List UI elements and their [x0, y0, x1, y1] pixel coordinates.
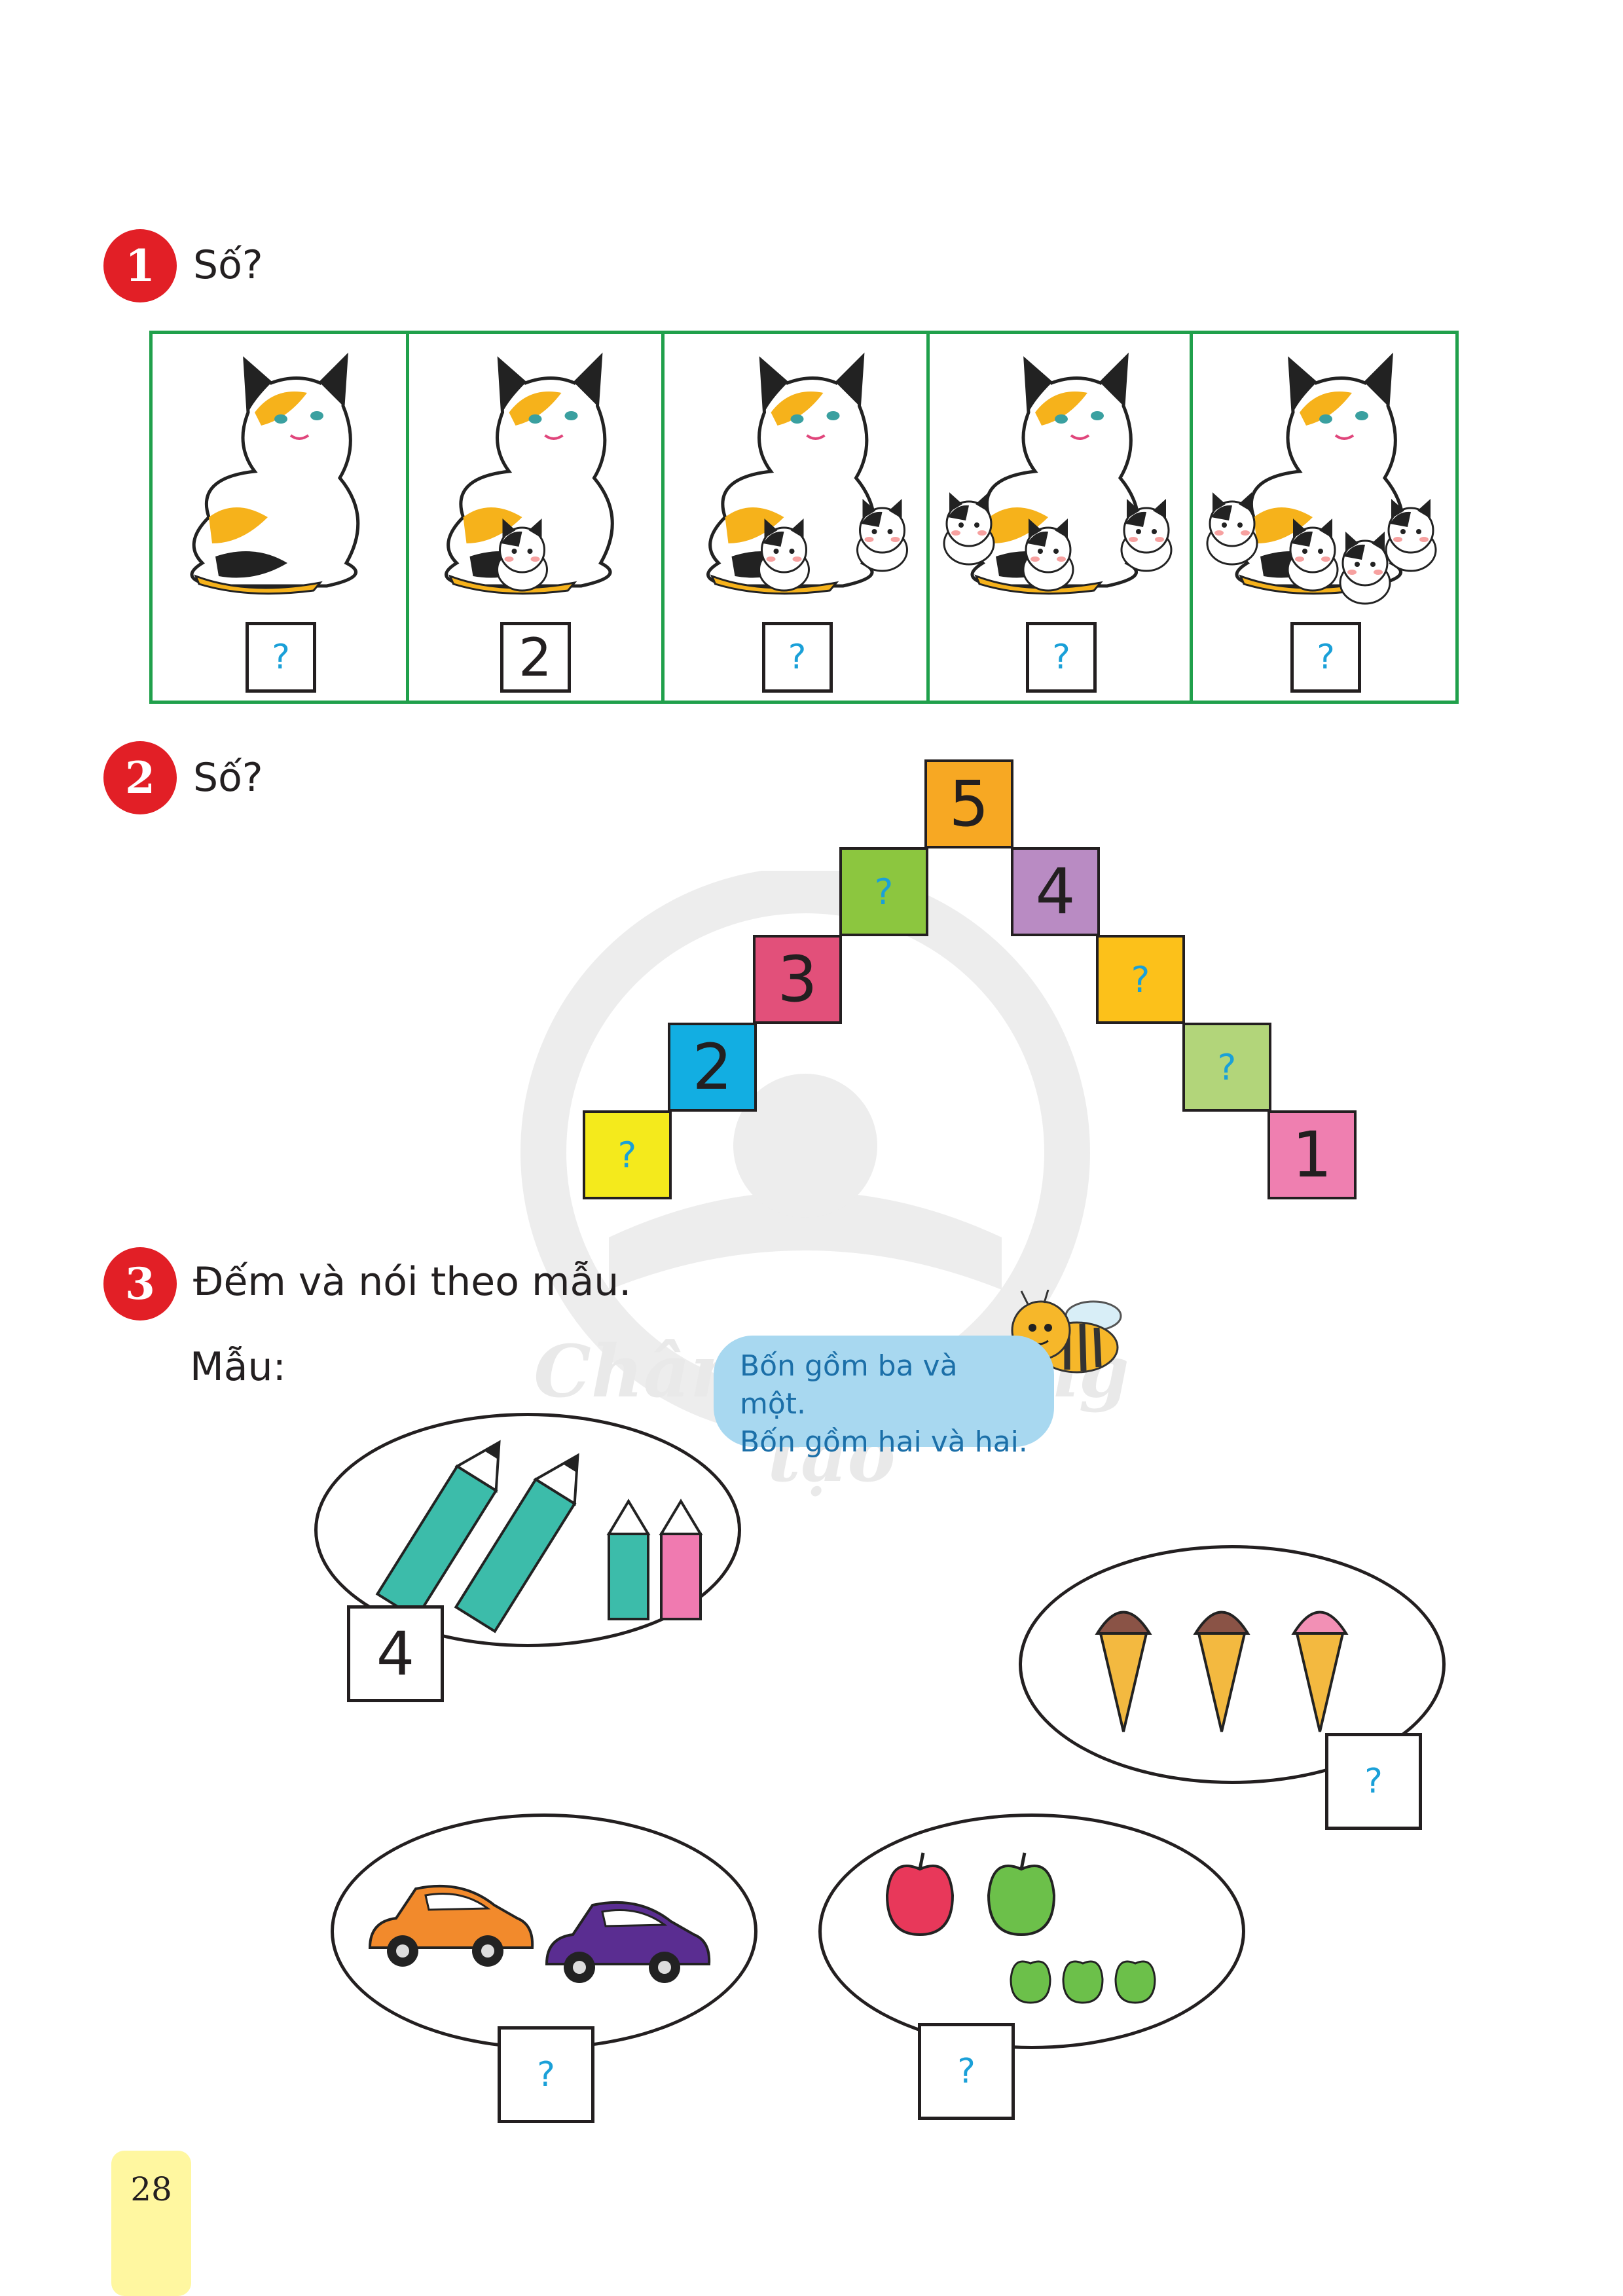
stair-step-1[interactable]: ? [583, 1110, 672, 1199]
cat-icon [943, 352, 1173, 595]
stair-step-6: 4 [1011, 847, 1100, 936]
sample-label: Mẫu: [190, 1344, 286, 1390]
cat-icon [445, 352, 614, 595]
speech-line-1: Bốn gồm ba và một. [740, 1349, 958, 1421]
cat-icon [190, 352, 360, 595]
exercise-1-prompt: Số? [193, 242, 263, 288]
stair-step-8[interactable]: ? [1182, 1023, 1271, 1112]
cat-panel-3: ? [665, 331, 930, 704]
exercise-3-badge: 3 [103, 1247, 177, 1321]
stair-step-2: 2 [668, 1023, 757, 1112]
cat-panel-2-answer-box: 2 [500, 622, 571, 693]
stair-step-3: 3 [753, 935, 842, 1024]
cat-panel-5-answer-box[interactable]: ? [1290, 622, 1361, 693]
exercise-2-badge: 2 [103, 741, 177, 814]
cat-panel-2: 2 [406, 331, 665, 704]
stair-step-7[interactable]: ? [1096, 935, 1185, 1024]
stair-step-9: 1 [1267, 1110, 1357, 1199]
car-icon [368, 1884, 711, 1983]
exercise-1-badge: 1 [103, 229, 177, 302]
cat-panel-1-answer-box[interactable]: ? [246, 622, 316, 693]
cat-panel-4: ? [930, 331, 1193, 704]
cat-icon [1206, 352, 1437, 605]
cars-oval [331, 1813, 757, 2049]
page-number: 28 [111, 2151, 191, 2296]
cat-icon [706, 352, 908, 595]
cars-count-box[interactable]: ? [498, 2026, 594, 2123]
ice-cream-icon [1095, 1611, 1349, 1732]
cat-panel-3-answer-box[interactable]: ? [761, 622, 833, 693]
apples-count-box[interactable]: ? [918, 2023, 1015, 2120]
cat-panel-1: ? [149, 331, 409, 704]
apples-oval [818, 1813, 1245, 2049]
exercise-2-prompt: Số? [193, 755, 263, 801]
stair-step-4[interactable]: ? [839, 847, 928, 936]
speech-bubble: Bốn gồm ba và một. Bốn gồm hai và hai. [714, 1336, 1054, 1459]
pencils-oval [314, 1413, 741, 1647]
cat-panel-5: ? [1193, 331, 1459, 704]
apple-icon [885, 1852, 1156, 2004]
pencils-count-box: 4 [347, 1605, 444, 1702]
stair-step-5: 5 [924, 759, 1013, 848]
cat-panel-4-answer-box[interactable]: ? [1026, 622, 1097, 693]
exercise-3-prompt: Đếm và nói theo mẫu. [193, 1259, 632, 1305]
speech-line-2: Bốn gồm hai và hai. [740, 1425, 1028, 1459]
pencil-icon [375, 1440, 703, 1633]
icecream-count-box[interactable]: ? [1325, 1733, 1422, 1830]
